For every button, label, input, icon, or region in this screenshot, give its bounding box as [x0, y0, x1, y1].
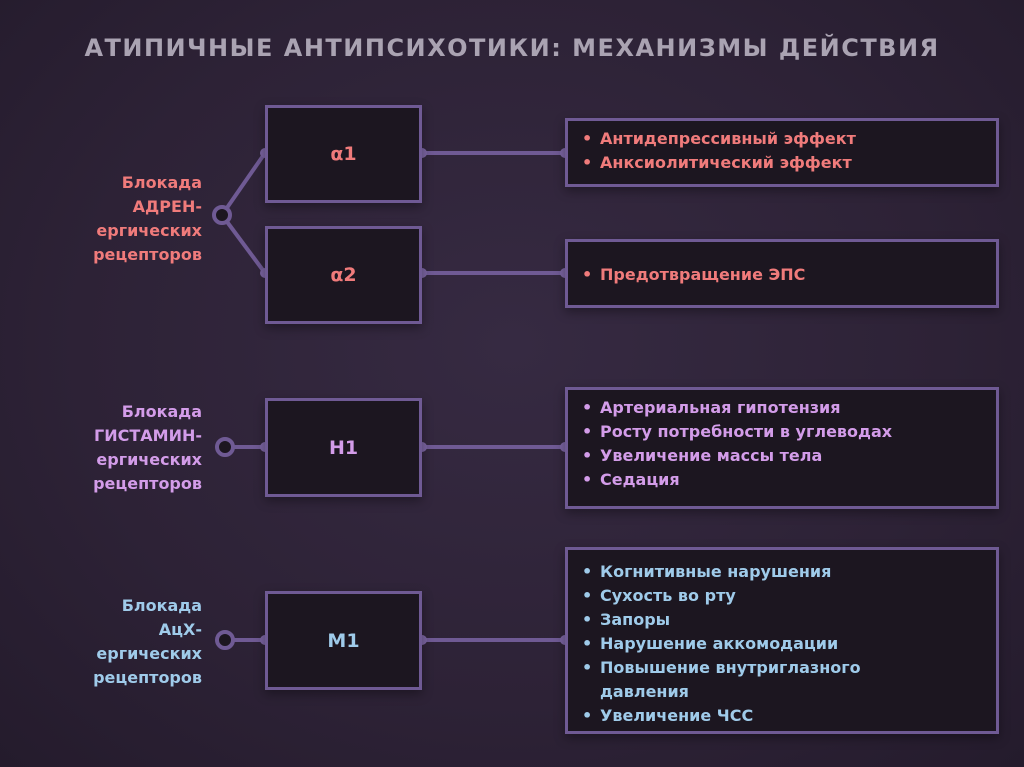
group-label-cholinergic: Блокада АцХ- ергических рецепторов — [93, 594, 202, 690]
node-circle — [215, 437, 235, 457]
effects-box-alpha2: Предотвращение ЭПС — [565, 239, 999, 308]
receptor-box-m1: M1 — [265, 591, 422, 690]
label-line: ергических — [96, 221, 202, 240]
effects-box-h1: Артериальная гипотензия Росту потребност… — [565, 387, 999, 509]
label-line: ергических — [96, 450, 202, 469]
group-label-histaminergic: Блокада ГИСТАМИН- ергических рецепторов — [93, 400, 202, 496]
effect-item: Сухость во рту — [580, 584, 984, 608]
label-line: Блокада — [121, 402, 202, 421]
effect-item: Запоры — [580, 608, 984, 632]
effect-item: Росту потребности в углеводах — [580, 420, 984, 444]
effect-item: Антидепрессивный эффект — [580, 127, 984, 151]
label-line: Блокада — [121, 596, 202, 615]
node-circle — [212, 205, 232, 225]
connector-line — [220, 213, 267, 275]
node-circle — [215, 630, 235, 650]
receptor-box-alpha1: α1 — [265, 105, 422, 203]
label-line: рецепторов — [93, 245, 202, 264]
effect-item: Седация — [580, 468, 984, 492]
connector-line — [220, 151, 267, 217]
receptor-box-h1: H1 — [265, 398, 422, 497]
label-line: АцХ- — [158, 620, 202, 639]
slide-title: АТИПИЧНЫЕ АНТИПСИХОТИКИ: МЕХАНИЗМЫ ДЕЙСТ… — [84, 34, 940, 62]
effect-item: Когнитивные нарушения — [580, 560, 984, 584]
label-line: рецепторов — [93, 668, 202, 687]
label-line: ергических — [96, 644, 202, 663]
effect-item: Увеличение массы тела — [580, 444, 984, 468]
effects-box-alpha1: Антидепрессивный эффект Анксиолитический… — [565, 118, 999, 187]
label-line: АДРЕН- — [132, 197, 202, 216]
effects-box-m1: Когнитивные нарушения Сухость во рту Зап… — [565, 547, 999, 734]
effect-item: Артериальная гипотензия — [580, 396, 984, 420]
group-label-adrenergic: Блокада АДРЕН- ергических рецепторов — [93, 171, 202, 267]
effect-item: Предотвращение ЭПС — [580, 263, 984, 287]
label-line: Блокада — [121, 173, 202, 192]
effect-item: Нарушение аккомодации — [580, 632, 984, 656]
receptor-box-alpha2: α2 — [265, 226, 422, 324]
effect-item: Увеличение ЧСС — [580, 704, 984, 728]
label-line: ГИСТАМИН- — [94, 426, 202, 445]
label-line: рецепторов — [93, 474, 202, 493]
effect-item: Анксиолитический эффект — [580, 151, 984, 175]
effect-item: Повышение внутриглазного давления — [580, 656, 920, 704]
